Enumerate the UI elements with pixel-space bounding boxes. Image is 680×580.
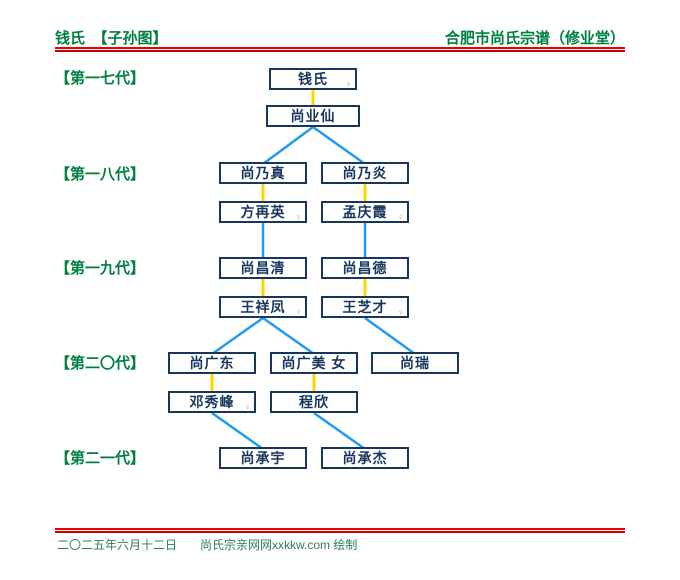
person-name: 尚承杰 [342, 450, 388, 466]
female-icon: ♀ [295, 212, 302, 222]
person-name: 尚广美 女 [281, 355, 347, 371]
female-icon: ♀ [295, 307, 302, 317]
header-title-left: 钱氏 【子孙图】 [55, 30, 168, 47]
person-box-shangchengjie[interactable]: 尚承杰 [321, 447, 409, 469]
footer-credit: 尚氏宗亲网网xxkkw.com 绘制 [200, 538, 358, 552]
page-header: 钱氏 【子孙图】 合肥市尚氏宗谱（修业堂） [55, 28, 625, 48]
child-link [262, 125, 314, 166]
person-name: 尚业仙 [290, 108, 336, 124]
person-box-qianshi[interactable]: 钱氏 ♀ [269, 68, 357, 90]
person-name: 尚承宇 [240, 450, 286, 466]
person-box-shangguangdong[interactable]: 尚广东 [168, 352, 256, 374]
person-box-shangchengyu[interactable]: 尚承宇 [219, 447, 307, 469]
person-name: 尚昌清 [240, 260, 286, 276]
child-link [364, 316, 416, 356]
child-link [312, 125, 366, 166]
generation-label-gen-17: 【第一七代】 [55, 70, 146, 87]
child-link [211, 316, 264, 356]
generation-label-gen-21: 【第二一代】 [55, 450, 146, 467]
female-icon: ♀ [397, 212, 404, 222]
person-box-shangyexian[interactable]: 尚业仙 [266, 105, 360, 127]
header-title-right: 合肥市尚氏宗谱（修业堂） [444, 30, 625, 47]
person-name: 尚乃真 [240, 165, 286, 181]
person-box-shangguangmei[interactable]: 尚广美 女 [270, 352, 358, 374]
person-name: 尚瑞 [400, 355, 430, 371]
person-box-shangnaizhen[interactable]: 尚乃真 [219, 162, 307, 184]
person-box-mengqingxia[interactable]: 孟庆霞 ♀ [321, 201, 409, 223]
person-name: 尚乃炎 [342, 165, 388, 181]
person-name: 钱氏 [298, 71, 328, 87]
person-name: 孟庆霞 [342, 204, 388, 220]
female-icon: ♀ [397, 307, 404, 317]
person-name: 程欣 [299, 394, 329, 410]
person-box-shangrui[interactable]: 尚瑞 [371, 352, 459, 374]
person-name: 尚昌德 [342, 260, 388, 276]
person-name: 邓秀峰 [189, 394, 235, 410]
generation-label-gen-20: 【第二〇代】 [55, 355, 146, 372]
header-double-rule [55, 47, 625, 52]
person-name: 王芝才 [342, 299, 388, 315]
footer-double-rule [55, 528, 625, 533]
child-link [313, 411, 366, 451]
child-link [262, 316, 315, 356]
footer-date: 二〇二五年六月十二日 [57, 538, 178, 552]
female-icon: ♀ [244, 402, 251, 412]
generation-label-gen-18: 【第一八代】 [55, 166, 146, 183]
person-box-fangzaiying[interactable]: 方再英 ♀ [219, 201, 307, 223]
person-name: 尚广东 [189, 355, 235, 371]
person-box-wangzhicai[interactable]: 王芝才 ♀ [321, 296, 409, 318]
person-box-shangchangqing[interactable]: 尚昌清 [219, 257, 307, 279]
person-box-wangxiangfeng[interactable]: 王祥凤 ♀ [219, 296, 307, 318]
generation-label-gen-19: 【第一九代】 [55, 260, 146, 277]
person-name: 方再英 [240, 204, 286, 220]
person-box-shangnaiyan[interactable]: 尚乃炎 [321, 162, 409, 184]
person-box-shangchangde[interactable]: 尚昌德 [321, 257, 409, 279]
person-box-chengxin[interactable]: 程欣 [270, 391, 358, 413]
person-box-dengxiufeng[interactable]: 邓秀峰 ♀ [168, 391, 256, 413]
child-link [211, 411, 264, 451]
person-name: 王祥凤 [240, 299, 286, 315]
female-icon: ♀ [345, 79, 352, 89]
